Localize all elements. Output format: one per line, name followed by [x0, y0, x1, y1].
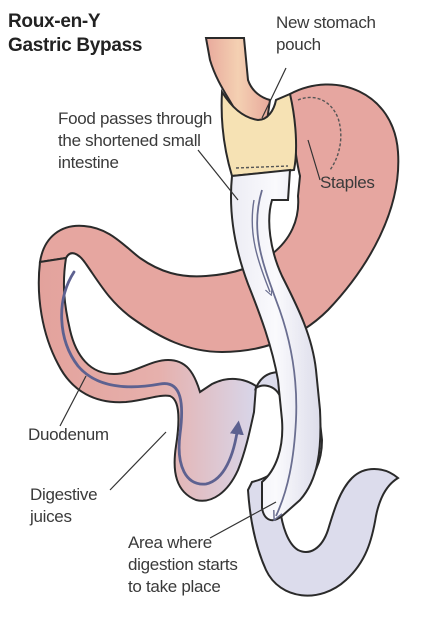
- staple-line-pouch: [235, 165, 289, 169]
- leader-digestion: [209, 501, 277, 539]
- diagram-title: Roux-en-Y Gastric Bypass: [8, 10, 142, 58]
- food-flow-arrow-inner: [251, 199, 270, 292]
- title-line-2: Gastric Bypass: [8, 35, 143, 56]
- label-digestive-juices-line-2: juices: [30, 507, 72, 526]
- label-food-passes-line-1: Food passes through: [58, 109, 213, 128]
- leader-juices: [109, 431, 167, 491]
- digestive-juices-arrow: [60, 270, 244, 486]
- label-new-stomach-pouch: New stomach pouch: [276, 12, 376, 56]
- label-digestive-juices-line-1: Digestive: [30, 485, 98, 504]
- label-new-stomach-pouch-line-2: pouch: [276, 35, 321, 54]
- label-digestive-juices: Digestive juices: [30, 484, 98, 528]
- roux-limb: [229, 168, 322, 522]
- duodenum: [37, 256, 258, 502]
- label-food-passes-line-3: intestine: [58, 153, 119, 172]
- label-digestion-area-line-3: to take place: [128, 577, 221, 596]
- leader-food: [197, 149, 239, 201]
- leader-staples: [307, 139, 321, 181]
- label-digestion-area-line-2: digestion starts: [128, 555, 238, 574]
- leader-pouch: [261, 67, 287, 119]
- label-digestion-area-line-1: Area where: [128, 533, 212, 552]
- label-staples: Staples: [320, 173, 375, 192]
- label-digestion-area: Area where digestion starts to take plac…: [128, 532, 238, 598]
- title-line-1: Roux-en-Y: [8, 11, 101, 32]
- label-food-passes: Food passes through the shortened small …: [58, 108, 212, 174]
- label-duodenum: Duodenum: [28, 425, 109, 444]
- food-flow-arrow: [256, 189, 298, 516]
- leader-duodenum: [59, 375, 87, 427]
- label-new-stomach-pouch-line-1: New stomach: [276, 13, 376, 32]
- new-stomach-pouch: [220, 88, 298, 178]
- label-food-passes-line-2: the shortened small: [58, 131, 201, 150]
